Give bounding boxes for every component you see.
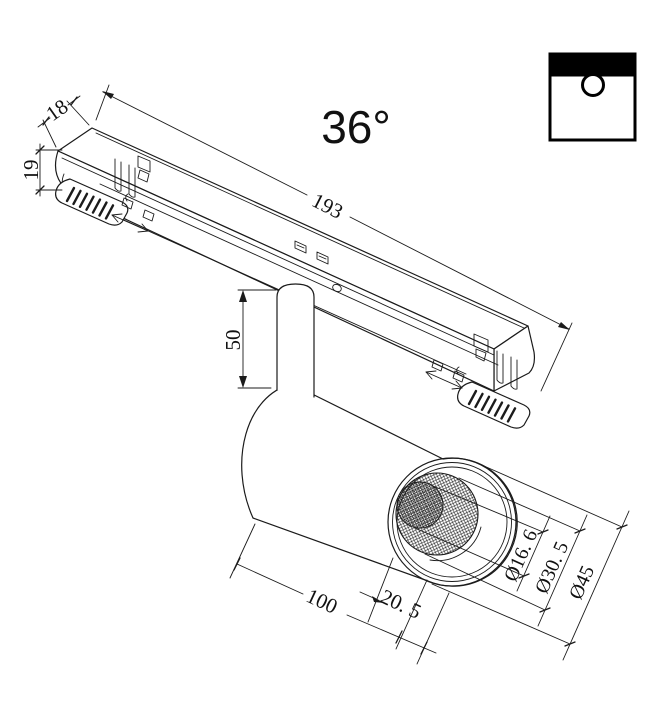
mounting-tab-left [137,155,151,183]
dim-head-depth-label: 20. 5 [377,584,425,624]
dim-stem-length: 50 [221,289,277,389]
mounting-tab-mid-2 [316,251,329,265]
track-connector-left [55,178,129,226]
dim-track-height-label: 19 [19,160,43,181]
ceiling-bar [548,52,637,77]
vent-grille-right [467,389,517,423]
beam-angle-label: 36° [321,101,391,153]
slide-arrow-left [111,213,149,233]
track-connector-right [457,381,531,429]
slide-arrow-right [425,370,463,390]
mounting-tab-right [473,333,489,362]
dim-track-length-label: 193 [308,188,347,224]
vent-grille-left [65,186,115,220]
screw-head [332,283,342,293]
honeycomb-louver [395,472,479,556]
downlight-dot [581,73,605,97]
spring-clip-left [114,158,136,198]
dim-body-length-label: 100 [303,583,342,618]
dim-outer-diameter-label: Ø45 [565,562,599,602]
unlock-icon [121,193,155,222]
dim-outer-diameter: Ø45 [431,465,630,661]
dim-stem-length-label: 50 [221,330,245,351]
lens-head [387,457,517,587]
dim-track-height: 19 [19,143,63,197]
spring-clip-right [496,350,518,390]
track-end-face [493,325,536,392]
mounting-tab-mid-1 [294,240,307,254]
track-bar [54,127,536,429]
ceiling-mount-icon [548,52,637,142]
lock-icon [431,359,465,383]
stem [276,283,315,398]
